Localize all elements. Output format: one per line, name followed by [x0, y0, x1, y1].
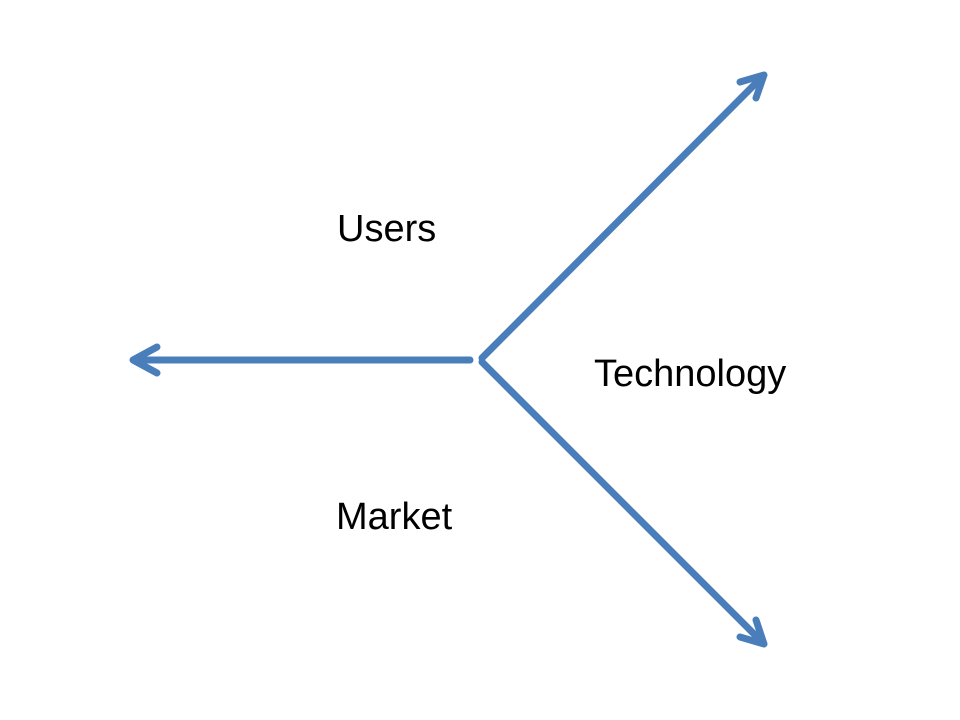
lower-right-arrow-shaft	[478, 358, 766, 646]
technology-label: Technology	[594, 353, 787, 395]
lower-right-arrow	[478, 358, 768, 648]
upper-right-arrowhead	[736, 71, 768, 102]
left-arrow	[129, 343, 474, 377]
upper-right-arrow	[478, 71, 768, 362]
market-label: Market	[336, 496, 453, 538]
upper-right-arrow-shaft	[478, 73, 766, 362]
users-label: Users	[337, 208, 437, 250]
lower-right-arrowhead	[736, 616, 768, 648]
left-arrowhead	[129, 343, 161, 377]
